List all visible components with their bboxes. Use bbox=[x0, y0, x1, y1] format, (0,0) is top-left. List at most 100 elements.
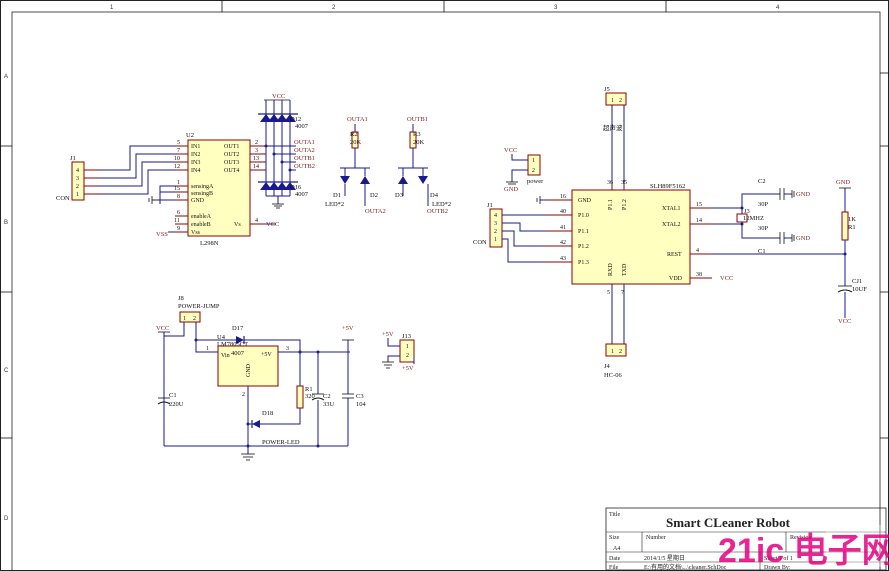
r3-val: 20K bbox=[413, 139, 425, 146]
led-indicator-a bbox=[340, 124, 370, 206]
connector-j4-hc06[interactable] bbox=[605, 343, 627, 357]
d18-val: POWER-LED bbox=[262, 439, 300, 446]
mcu-pin-num: 7 bbox=[621, 290, 624, 296]
mcu-pin-num: 15 bbox=[696, 202, 702, 208]
j1-left-ref: J1 bbox=[70, 155, 76, 162]
u2-pin-name: OUT3 bbox=[224, 160, 239, 166]
r2-ref: R2 bbox=[350, 131, 358, 138]
d3-ref: D3 bbox=[395, 192, 403, 199]
zone-left-d: D bbox=[4, 516, 9, 522]
j5-pin1: 1 bbox=[611, 98, 614, 104]
d12-val: 4007 bbox=[295, 123, 309, 130]
u4-vin: Vin bbox=[221, 353, 230, 359]
connector-j1-right[interactable] bbox=[489, 208, 545, 263]
u2-gnd-wiring bbox=[148, 185, 276, 233]
connector-j1-left[interactable] bbox=[71, 161, 100, 201]
mcu-pin-num: 43 bbox=[560, 256, 566, 262]
mcu-pin-name: RXD bbox=[608, 263, 614, 276]
j1-right-pin4: 4 bbox=[494, 213, 497, 219]
j8-name: POWER-JUMP bbox=[178, 303, 220, 310]
u2-pin-num: 13 bbox=[253, 156, 259, 162]
date-label: Date bbox=[609, 556, 621, 562]
mcu-pin-name: GND bbox=[578, 198, 592, 204]
u4-pin3: 3 bbox=[286, 346, 289, 352]
j1-left-pin3: 3 bbox=[76, 176, 79, 182]
mcu-name: SLH89F5162 bbox=[650, 183, 685, 190]
r3-ref: R3 bbox=[413, 131, 421, 138]
zone-left-a: A bbox=[4, 74, 8, 80]
title-text: Smart CLeaner Robot bbox=[666, 515, 791, 530]
j1-left-pin1: 1 bbox=[76, 192, 79, 198]
j1-right-ref: J1 bbox=[487, 202, 493, 209]
u2-pin-num: 11 bbox=[174, 218, 180, 224]
d1-ref: D1 bbox=[333, 192, 341, 199]
watermark-text: 21ic 电子网 bbox=[718, 532, 889, 570]
title-block bbox=[605, 507, 887, 571]
u2-pin-num: 5 bbox=[177, 140, 180, 146]
u2-pin-name: IN4 bbox=[191, 168, 200, 174]
u2-pin-name: sensingB bbox=[191, 191, 213, 197]
revision-label: Revision bbox=[790, 535, 811, 541]
mcu-pin-name: TXD bbox=[622, 263, 628, 276]
d17-val: 4007 bbox=[231, 350, 245, 357]
crystal-circuit bbox=[712, 188, 795, 244]
u2-pin-num: 14 bbox=[253, 164, 259, 170]
net-outb1-led: OUTB1 bbox=[407, 116, 428, 123]
net-5v-j13: +5V bbox=[382, 331, 394, 338]
net-outa1-led: OUTA1 bbox=[347, 116, 368, 123]
net-5v-ps: +5V bbox=[342, 325, 354, 332]
net-vcc-u2: VCC bbox=[266, 221, 279, 228]
j1-left-pin4: 4 bbox=[76, 168, 79, 174]
mcu-pin-name: XTAL2 bbox=[662, 222, 681, 228]
net-5v-j13b: +5V bbox=[402, 365, 414, 372]
c2-ref: C2 bbox=[758, 178, 766, 185]
cj1-ref: CJ1 bbox=[852, 278, 862, 285]
connector-j5-ultrasonic[interactable] bbox=[605, 92, 627, 185]
net-vcc-mcu: VCC bbox=[720, 275, 733, 282]
mcu-pin-num: 41 bbox=[560, 225, 566, 231]
u2-pin-name: enableB bbox=[191, 222, 211, 228]
sheet-value: Sheet 1 of 1 bbox=[764, 555, 793, 562]
ic-u2-l298n[interactable] bbox=[175, 139, 266, 237]
ic-mcu[interactable] bbox=[536, 184, 712, 344]
connector-power[interactable] bbox=[506, 154, 541, 185]
zone-top-4: 4 bbox=[776, 5, 780, 11]
mcu-pin-name: P1.1 bbox=[578, 229, 589, 235]
u2-pin-num: 10 bbox=[174, 156, 180, 162]
u4-ref: U4 bbox=[217, 334, 226, 341]
led-indicator-b bbox=[398, 124, 429, 206]
net-outb2-led: OUTB2 bbox=[427, 208, 448, 215]
u2-pin-name: GND bbox=[191, 198, 205, 204]
j8-ref: J8 bbox=[178, 295, 184, 302]
power-pin2: 2 bbox=[532, 168, 535, 174]
zone-left-c: C bbox=[4, 368, 9, 374]
watermark-21ic-logo bbox=[826, 525, 884, 567]
c1-val: 30P bbox=[758, 225, 769, 232]
c1-left-ref: C1 bbox=[169, 392, 177, 399]
file-value: E:\有用的文档\...\cleaner.SchDoc bbox=[644, 563, 727, 571]
power-supply bbox=[157, 311, 354, 461]
u2-pin-num: 1 bbox=[177, 180, 180, 186]
c1-left-val: 220U bbox=[169, 401, 184, 408]
mcu-pin-name: REST bbox=[667, 252, 682, 258]
connector-j13[interactable] bbox=[382, 338, 415, 369]
c3-ref: C3 bbox=[356, 393, 364, 400]
u2-pin-num: 3 bbox=[255, 148, 258, 154]
net-outb2: OUTB2 bbox=[294, 163, 315, 170]
j1-right-pin2: 2 bbox=[494, 229, 497, 235]
mcu-pin-num: 40 bbox=[560, 209, 566, 215]
r1-left-val: 320 bbox=[305, 393, 315, 400]
d4-ref: D4 bbox=[430, 192, 439, 199]
j3-ref: J3 bbox=[744, 208, 750, 215]
u2-pin-name: OUT4 bbox=[224, 168, 239, 174]
net-gnd-reset: GND bbox=[836, 179, 850, 186]
net-gnd-c2: GND bbox=[796, 191, 810, 198]
d17-ref: D17 bbox=[232, 325, 244, 332]
u2-pin-name: Vs bbox=[234, 222, 241, 228]
mcu-pin-name: P1.3 bbox=[578, 260, 589, 266]
j1-right-pin1: 1 bbox=[494, 237, 497, 243]
mcu-pin-num: 16 bbox=[560, 194, 566, 200]
j4-pin1: 1 bbox=[611, 349, 614, 355]
diode-bridge[interactable]: VCC bbox=[258, 93, 298, 209]
